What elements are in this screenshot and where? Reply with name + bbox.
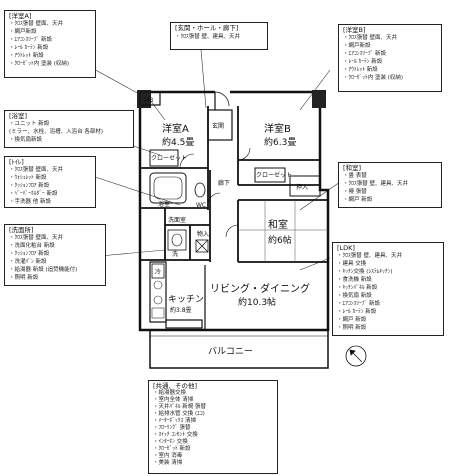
note-entrance: [玄関・ホール・廊下] ・ｸﾛｽ張替 壁、建具、天井	[170, 22, 268, 50]
note-line: ・換気扇新設	[9, 137, 43, 143]
storage-label: 物入	[197, 230, 209, 238]
note-line: ・美装 清掃	[153, 460, 183, 466]
note-line: ・襖 張替	[343, 189, 367, 195]
note-line: ・畳 表替	[343, 173, 367, 179]
note-line: ・給湯器 新設 (追焚機能付)	[9, 267, 78, 273]
note-line: ・ｱｳﾄﾚｯﾄ 新設	[343, 67, 378, 73]
note-line: ・ｽｲｯﾁ ｺﾝｾﾝﾄ 交換	[153, 432, 198, 438]
note-western-a-title: [洋室A]	[9, 12, 32, 20]
note-line: ・照明 新設	[9, 275, 39, 281]
note-line: ・ｸﾛｽ張替 壁面、天井	[9, 167, 63, 173]
note-ldk-title: [LDK]	[337, 244, 355, 252]
note-line: ・食洗機 新設	[337, 277, 372, 283]
note-line: ・ユニット 新設	[9, 121, 50, 127]
note-washroom: [洗面所] ・ｸﾛｽ張替 壁面、天井 ・洗面化粧台 新設 ・ｸｯｼｮﾝﾌﾛｱ 新…	[4, 224, 106, 286]
note-line: ・ﾍﾟｰﾊﾟｰﾎﾙﾀﾞｰ 新設	[9, 191, 58, 197]
note-line: ・ﾚｰﾙ ｶｰﾃﾝ 新設	[343, 59, 383, 65]
room-living-size: 約10.3帖	[238, 296, 276, 308]
room-western-b-size: 約6.3畳	[264, 136, 296, 148]
note-line: ・洗濯ﾊﾟﾝ 新設	[9, 259, 47, 265]
room-western-b-name: 洋室B	[264, 122, 291, 135]
note-line: ・手洗器 他 新設	[9, 199, 51, 205]
note-line: ・ｸﾛｽ張替 壁、建具、天井	[343, 181, 408, 187]
note-japanese: [和室] ・畳 表替 ・ｸﾛｽ張替 壁、建具、天井 ・襖 張替 ・網戸 新設	[338, 162, 442, 208]
note-japanese-title: [和室]	[343, 164, 362, 172]
note-other-title: [共通、その他]	[153, 382, 198, 390]
room-japanese-size: 約6帖	[268, 234, 292, 246]
note-line: ・洗面化粧台 新設	[9, 243, 55, 249]
note-line: ・ｸﾛｰｾﾞｯﾄ内 塗装 (収納)	[9, 61, 70, 67]
note-line: ・ｸｯｼｮﾝﾌﾛｱ 新設	[9, 251, 50, 257]
note-line: ・ｷｯﾁﾝ交換 (ｼｽﾃﾑｷｯﾁﾝ)	[337, 269, 393, 275]
note-entrance-title: [玄関・ホール・廊下]	[175, 24, 239, 32]
room-western-a-name: 洋室A	[162, 122, 189, 135]
note-line: ・ｸﾛｰｾﾞｯﾄ内 塗装 (収納)	[343, 75, 404, 81]
note-line: ・室内全体 清掃	[153, 397, 194, 403]
room-western-a-size: 約4.5畳	[162, 136, 194, 148]
note-line: ・網戸 新設	[343, 197, 373, 203]
note-western-b: [洋室B] ・ｸﾛｽ張替 壁面、天井 ・網戸新設 ・ｴｱｺﾝｽﾘｰﾌﾞ 新設 ・…	[338, 24, 442, 92]
laundry-label: 洗	[172, 250, 178, 258]
balcony-label: バルコニー	[208, 346, 253, 357]
note-line: ・天井ﾊﾟﾈﾙ 新規 張替	[153, 404, 206, 410]
note-line: ・ｸﾛｽ張替 壁面、天井	[9, 21, 63, 27]
note-line: ・照明 新設	[337, 325, 367, 331]
note-toilet: [ﾄｲﾚ] ・ｸﾛｽ張替 壁面、天井 ・ｳｫｼｭﾚｯﾄ 新設 ・ｸｯｼｮﾝﾌﾛｱ…	[4, 156, 96, 208]
note-line: ・ｸﾛｽ張替 壁、建具、天井	[175, 34, 240, 40]
note-western-a: [洋室A] ・ｸﾛｽ張替 壁面、天井 ・網戸新設 ・ｴｱｺﾝｽﾘｰﾌﾞ 新設 ・…	[4, 10, 96, 78]
note-line: ・ｴｱｺﾝｽﾘｰﾌﾞ 新設	[9, 37, 52, 43]
note-line: ・ｱｳﾄﾚｯﾄ 新設	[9, 53, 44, 59]
note-line: ・ｸﾛｰｾﾞｯﾄ 新設	[153, 446, 191, 452]
note-bathroom: [浴室] ・ユニット 新設 (ミラー、水栓、浴槽、入浴台 各部材) ・換気扇新設	[4, 110, 134, 148]
note-line: ・ﾚｰﾙ ｶｰﾃﾝ 新設	[9, 45, 49, 51]
closet-b-label: クローゼット	[256, 171, 292, 179]
toilet-label: WC	[196, 202, 206, 209]
note-line: ・網戸新設	[343, 43, 371, 49]
fridge-label: 冷	[155, 268, 161, 276]
room-japanese-name: 和室	[268, 218, 288, 231]
note-toilet-title: [ﾄｲﾚ]	[9, 158, 24, 166]
note-other: [共通、その他] ・給湯器交換 ・室内全体 清掃 ・天井ﾊﾟﾈﾙ 新規 張替 ・…	[148, 380, 278, 474]
note-line: ・ｸｯｼｮﾝﾌﾛｱ 新設	[9, 183, 50, 189]
note-line: ・ｸﾛｽ張替 壁面、天井	[9, 235, 63, 241]
note-line: ・網戸 新設	[337, 317, 367, 323]
note-line: (ミラー、水栓、浴槽、入浴台 各部材)	[9, 129, 103, 135]
note-line: ・ｲﾝﾀｰﾎﾝ 交換	[153, 439, 188, 445]
note-western-b-title: [洋室B]	[343, 26, 366, 34]
note-line: ・網戸新設	[9, 29, 37, 35]
note-line: ・室内 消毒	[153, 453, 183, 459]
note-ldk: [LDK] ・ｸﾛｽ張替 壁、建具、天井 ・建具 交換 ・ｷｯﾁﾝ交換 (ｼｽﾃ…	[332, 242, 444, 336]
note-line: ・ｳｫｼｭﾚｯﾄ 新設	[9, 175, 47, 181]
note-line: ・ﾚｰﾙ ｶｰﾃﾝ 新設	[337, 309, 377, 315]
note-line: ・給湯器交換	[153, 390, 187, 396]
note-line: ・ｴｱｺﾝｽﾘｰﾌﾞ 新設	[337, 301, 380, 307]
note-line: ・ﾒｰﾀｰﾎﾞｯｸｽ 清掃	[153, 418, 196, 424]
room-living-name: リビング・ダイニング	[210, 282, 310, 295]
note-line: ・換気扇 新設	[337, 293, 372, 299]
note-washroom-title: [洗面所]	[9, 226, 34, 234]
mb-label: MB	[144, 97, 153, 104]
entrance-label: 玄関	[212, 122, 224, 130]
room-kitchen-size: 約3.8畳	[170, 306, 192, 314]
hallway-label: 廊下	[218, 179, 230, 187]
bath-label: 浴室	[158, 200, 170, 208]
note-line: ・建具 交換	[337, 261, 367, 267]
washroom-label: 洗面室	[168, 216, 186, 224]
note-line: ・ｸﾛｽ張替 壁、建具、天井	[337, 253, 402, 259]
oshiire-label: 押入	[296, 183, 308, 191]
note-line: ・給排水管 交換 (ｴｺ)	[153, 411, 205, 417]
note-line: ・ｷｯﾁﾝﾊﾟﾈﾙ 新設	[337, 285, 378, 291]
closet-a-label: クローゼット	[151, 154, 187, 162]
note-line: ・ｸﾛｽ張替 壁面、天井	[343, 35, 397, 41]
note-line: ・ﾌﾛｰﾘﾝｸﾞ 張替	[153, 425, 191, 431]
note-bathroom-title: [浴室]	[9, 112, 28, 120]
note-line: ・ｴｱｺﾝｽﾘｰﾌﾞ 新設	[343, 51, 386, 57]
room-kitchen-name: キッチン	[168, 294, 204, 305]
